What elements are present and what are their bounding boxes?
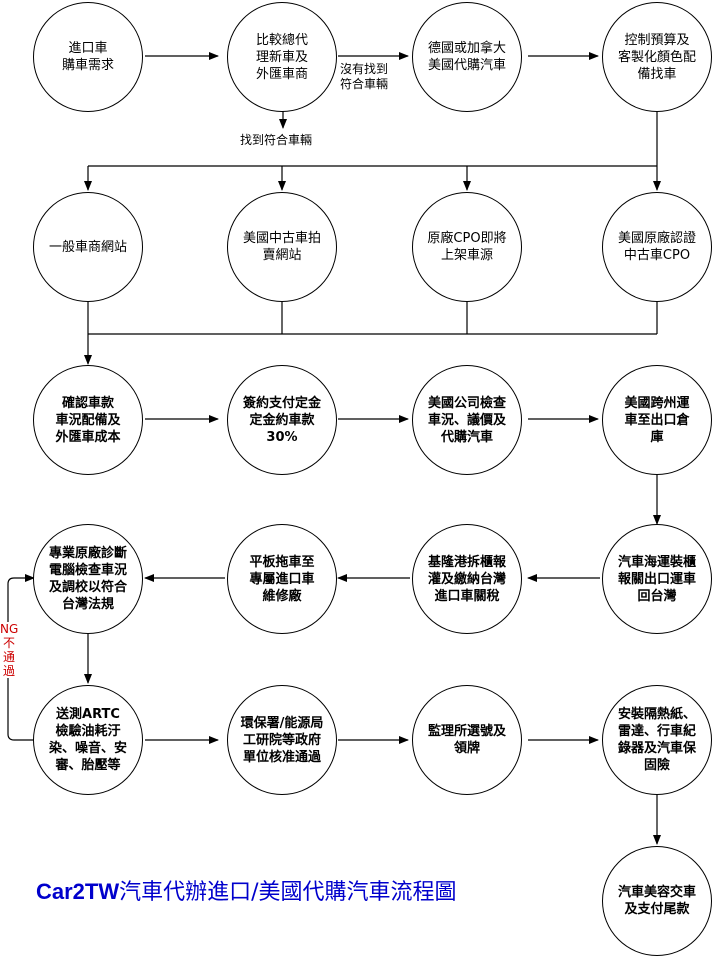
- title-text: 汽車代辦進口/美國代購汽車流程圖: [119, 880, 457, 905]
- node-dealer-website: 一般車商網站: [33, 192, 143, 302]
- node-import-car-need: 進口車 購車需求: [33, 2, 143, 112]
- node-sea-shipping: 汽車海運裝櫃 報關出口運車 回台灣: [602, 524, 712, 634]
- node-compare-dealers: 比較總代 理新車及 外匯車商: [227, 2, 337, 112]
- node-install-accessories: 安裝隔熱紙、 雷達、行車紀 錄器及汽車保 固險: [602, 685, 712, 795]
- node-cpo-upcoming: 原廠CPO即將 上架車源: [412, 192, 522, 302]
- diagram-title: Car2TW汽車代辦進口/美國代購汽車流程圖: [36, 878, 457, 907]
- node-budget-find-car: 控制預算及 客製化顏色配 備找車: [602, 2, 712, 112]
- node-auction-website: 美國中古車拍 賣網站: [227, 192, 337, 302]
- node-inspect-purchase: 美國公司檢查 車況、議價及 代購汽車: [412, 365, 522, 475]
- label-ng-fail: NG 不 通 過: [0, 622, 19, 678]
- node-cpo-certified: 美國原廠認證 中古車CPO: [602, 192, 712, 302]
- label-found: 找到符合車輛: [240, 133, 313, 147]
- node-interstate-transport: 美國跨州運 車至出口倉 庫: [602, 365, 712, 475]
- node-diagnose-calibrate: 專業原廠診斷 電腦檢查車況 及調校以符合 台灣法規: [33, 524, 143, 634]
- node-flatbed-tow: 平板拖車至 專屬進口車 維修廠: [227, 524, 337, 634]
- node-confirm-vehicle: 確認車款 車況配備及 外匯車成本: [33, 365, 143, 475]
- label-not-found: 沒有找到 符合車輛: [340, 62, 389, 91]
- node-license-plate: 監理所選號及 領牌: [412, 685, 522, 795]
- node-sign-deposit: 簽約支付定金 定金約車款 30%: [227, 365, 337, 475]
- node-delivery-final-payment: 汽車美容交車 及支付尾款: [602, 846, 712, 956]
- node-government-approval: 環保署/能源局 工研院等政府 單位核准通過: [227, 685, 337, 795]
- node-artc-testing: 送測ARTC 檢驗油耗汙 染、噪音、安 審、胎壓等: [33, 685, 143, 795]
- node-keelung-customs: 基隆港拆櫃報 灌及繳納台灣 進口車關稅: [412, 524, 522, 634]
- node-overseas-purchase: 德國或加拿大 美國代購汽車: [412, 2, 522, 112]
- title-brand: Car2TW: [36, 879, 120, 904]
